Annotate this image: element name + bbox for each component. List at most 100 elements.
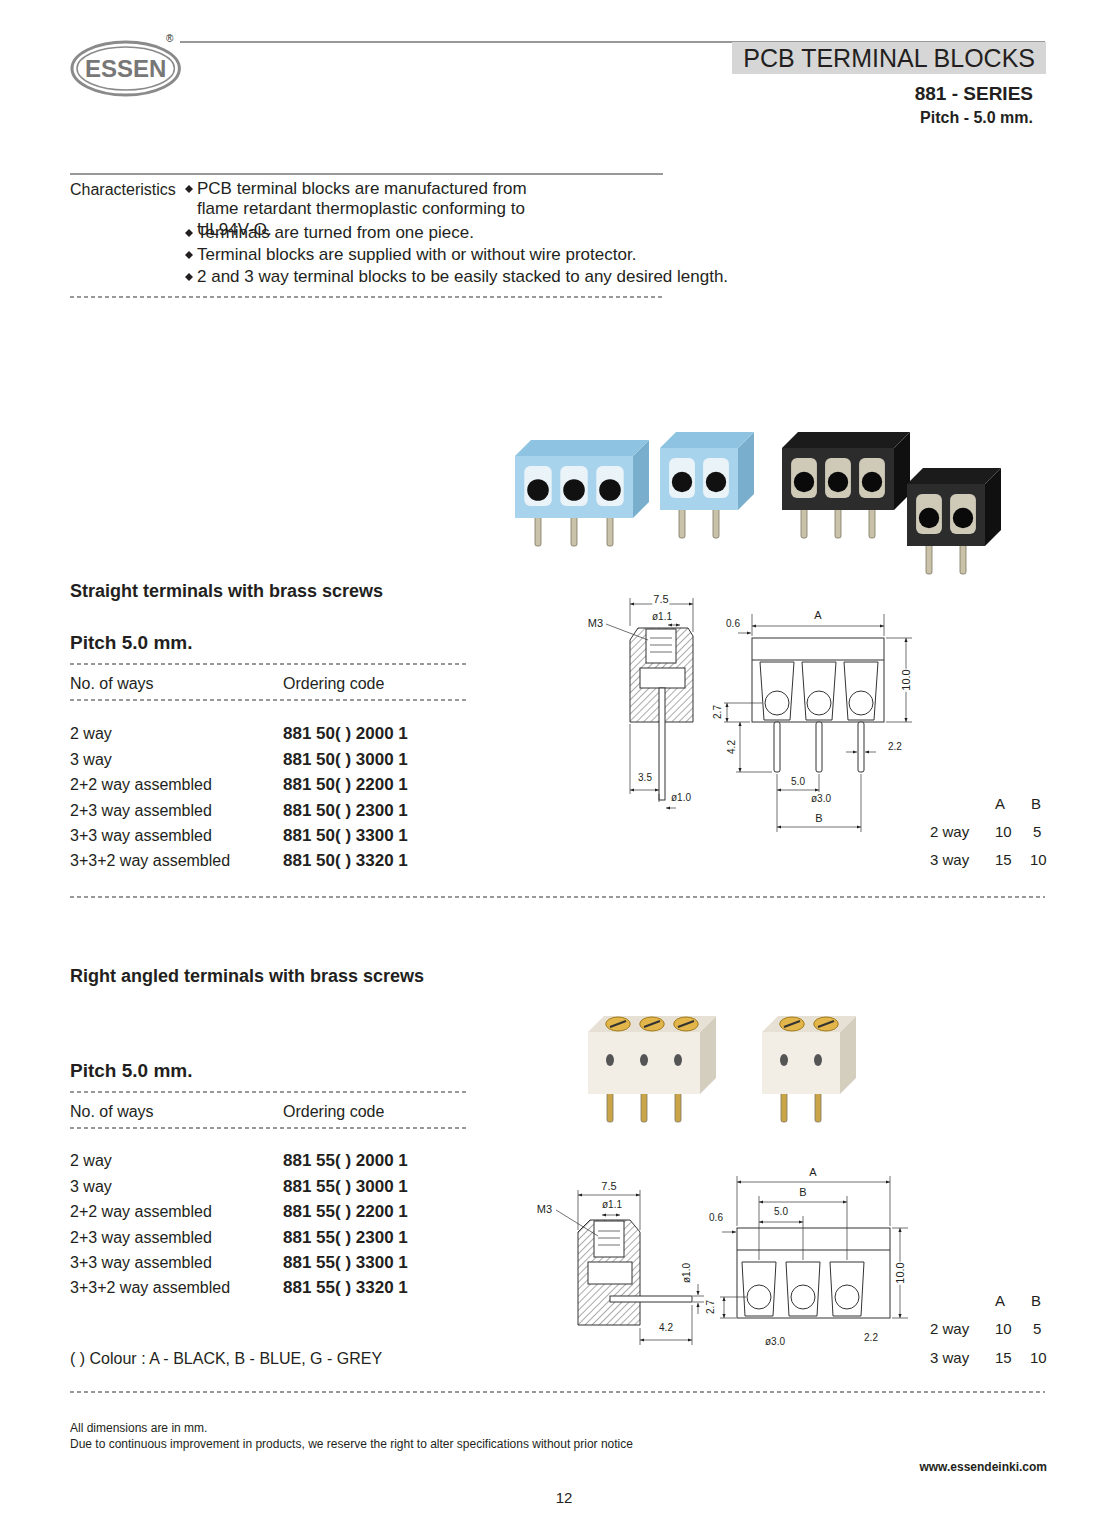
screw-thread xyxy=(598,1231,620,1232)
clamp xyxy=(640,668,685,688)
housing-outline xyxy=(752,638,884,722)
dimension-line xyxy=(668,625,680,626)
wire-hole xyxy=(835,1285,859,1309)
dimension-value: ø1.0 xyxy=(681,1262,692,1284)
logo-ring xyxy=(72,42,179,95)
drawing-line xyxy=(861,774,862,832)
dimension-value: 4.2 xyxy=(726,739,737,755)
text-label: 3+3 way assembled xyxy=(70,1253,212,1272)
pin xyxy=(659,688,665,800)
section-rule xyxy=(70,174,663,175)
wire-entry xyxy=(786,1262,820,1316)
block-top xyxy=(782,432,910,448)
text-label: 2 way xyxy=(930,823,969,841)
drawing-line xyxy=(659,794,660,802)
wire-opening xyxy=(916,494,942,534)
text-label: Characteristics xyxy=(70,180,176,199)
dimension-value: 0.6 xyxy=(708,1212,724,1223)
dimension-line xyxy=(759,1222,803,1223)
pin xyxy=(774,722,780,772)
block-face xyxy=(907,484,985,546)
wire-opening xyxy=(669,458,695,498)
dimension-value: ø3.0 xyxy=(810,793,832,804)
drawing-line xyxy=(847,1196,848,1260)
text-label: 10 xyxy=(995,823,1012,841)
dimension-value: 2.2 xyxy=(863,1332,879,1343)
terminal-pin xyxy=(926,542,932,574)
dimension-value: ø1.1 xyxy=(651,611,673,622)
page-title: PCB TERMINAL BLOCKS xyxy=(743,44,1035,73)
screw-thread xyxy=(598,1245,620,1246)
wire-hole xyxy=(919,508,939,528)
bullet-diamond xyxy=(185,251,193,259)
drawing-line xyxy=(759,1196,760,1260)
dimension-value: B xyxy=(814,812,823,824)
screw-slot xyxy=(784,1021,800,1027)
text-label: A xyxy=(995,1292,1005,1310)
text-label: 3 way xyxy=(70,1177,112,1196)
drawing-line xyxy=(752,614,753,636)
text-label: 3+3+2 way assembled xyxy=(70,1278,230,1297)
terminal-pin xyxy=(801,506,807,538)
drawing-line xyxy=(819,774,820,792)
text-label: 881 55( ) 2200 1 xyxy=(283,1202,408,1222)
text-label: 881 55( ) 2300 1 xyxy=(283,1228,408,1248)
text-label: 10 xyxy=(1030,1349,1047,1367)
screw-slot xyxy=(818,1021,834,1027)
block-face xyxy=(588,1032,700,1094)
text-label: B xyxy=(1031,1292,1041,1310)
drawing-line xyxy=(884,614,885,636)
wire-hole xyxy=(780,1054,788,1066)
title-band: PCB TERMINAL BLOCKS xyxy=(732,42,1046,74)
dimension-arrow xyxy=(666,808,676,809)
terminal-pin xyxy=(535,514,541,546)
terminal-block-photo xyxy=(515,440,649,546)
dimension-value: 5.0 xyxy=(773,1206,789,1217)
wire-hole xyxy=(862,472,882,492)
brass-screw xyxy=(640,1017,664,1031)
terminal-pin xyxy=(641,1090,647,1122)
wire-entry xyxy=(742,1262,776,1316)
screw-cavity xyxy=(594,1221,624,1257)
drawing-line xyxy=(640,1328,641,1345)
dimension-value: 4.2 xyxy=(658,1322,674,1333)
dimension-value: 5.0 xyxy=(790,776,806,787)
terminal-pin xyxy=(713,506,719,538)
text-label: Terminal blocks are supplied with or wit… xyxy=(197,245,636,265)
text-label: 3 way xyxy=(930,851,969,869)
drawing-line xyxy=(886,722,912,723)
text-label: 881 50( ) 2300 1 xyxy=(283,801,408,821)
dimension-value: A xyxy=(808,1166,817,1178)
dimension-arrow xyxy=(846,752,857,753)
terminal-pin xyxy=(960,542,966,574)
brass-screw xyxy=(814,1017,838,1031)
leader-line xyxy=(556,1210,598,1236)
dimension-arrow xyxy=(698,1303,699,1314)
section-heading: 881 - SERIES xyxy=(915,83,1033,106)
text-label: 881 50( ) 3300 1 xyxy=(283,826,408,846)
wire-opening xyxy=(524,466,551,506)
dimension-line xyxy=(759,1202,847,1203)
drawing-line xyxy=(736,772,772,773)
text-label: www.essendeinki.com xyxy=(919,1460,1047,1474)
wire-hole xyxy=(606,1054,614,1066)
housing-section xyxy=(578,1220,640,1325)
block-face xyxy=(515,456,633,518)
terminal-pin xyxy=(869,506,875,538)
text-label: 881 55( ) 2000 1 xyxy=(283,1151,408,1171)
wire-hole xyxy=(672,472,692,492)
text-label: No. of ways xyxy=(70,1102,154,1121)
wire-hole xyxy=(791,1285,815,1309)
text-label: 881 50( ) 2200 1 xyxy=(283,775,408,795)
dimension-arrow xyxy=(738,633,751,634)
dimension-value: ø1.1 xyxy=(601,1199,623,1210)
drawing-line xyxy=(693,1296,704,1297)
clamp xyxy=(588,1262,632,1284)
wire-hole xyxy=(953,508,973,528)
brass-screw xyxy=(674,1017,698,1031)
dimension-line xyxy=(630,790,659,791)
screw-thread xyxy=(650,645,672,646)
dimension-value: B xyxy=(798,1186,807,1198)
wire-hole xyxy=(814,1054,822,1066)
